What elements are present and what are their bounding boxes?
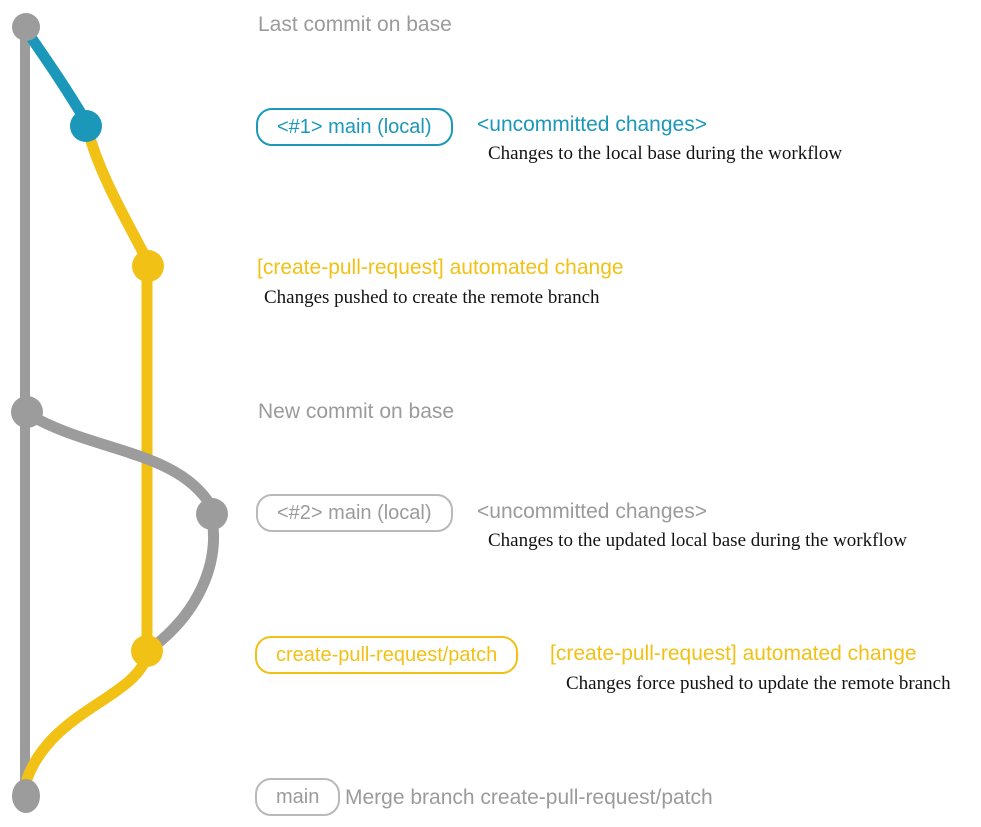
commit-node-uncommitted-2 (196, 498, 228, 530)
commit-node-last-base (12, 13, 40, 41)
branch-badge-main-local-2: <#2> main (local) (256, 494, 453, 532)
commit-node-automated-change-2 (131, 635, 163, 667)
branch-badge-main: main (255, 778, 341, 816)
caption-last-commit-on-base: Last commit on base (258, 13, 452, 36)
status-uncommitted-changes-1: <uncommitted changes> (477, 113, 707, 136)
branch-badge-create-pull-request-patch: create-pull-request/patch (255, 636, 519, 674)
patch-merge-curve (21, 649, 153, 785)
updated-base-branch-curve-out (22, 408, 217, 512)
description-local-base-changes-2: Changes to the updated local base during… (488, 530, 907, 551)
commit-node-automated-change-1 (132, 250, 164, 282)
commit-node-merge (12, 779, 40, 813)
updated-base-branch-curve-in (147, 512, 219, 653)
description-force-push-update-remote: Changes force pushed to update the remot… (566, 673, 951, 694)
description-push-create-remote: Changes pushed to create the remote bran… (264, 287, 600, 308)
description-local-base-changes-1: Changes to the local base during the wor… (488, 143, 843, 164)
caption-new-commit-on-base: New commit on base (258, 400, 455, 423)
commit-node-uncommitted-1 (70, 110, 102, 142)
patch-branch-curve-out (81, 122, 153, 266)
commit-message-automated-change-2: [create-pull-request] automated change (550, 642, 917, 665)
branch-badge-main-local-1: <#1> main (local) (256, 108, 453, 146)
status-uncommitted-changes-2: <uncommitted changes> (477, 500, 707, 523)
commit-node-new-base (11, 396, 43, 428)
commit-message-automated-change-1: [create-pull-request] automated change (257, 256, 624, 279)
local-changes-branch-line (20, 24, 91, 126)
commit-message-merge: Merge branch create-pull-request/patch (345, 786, 713, 809)
